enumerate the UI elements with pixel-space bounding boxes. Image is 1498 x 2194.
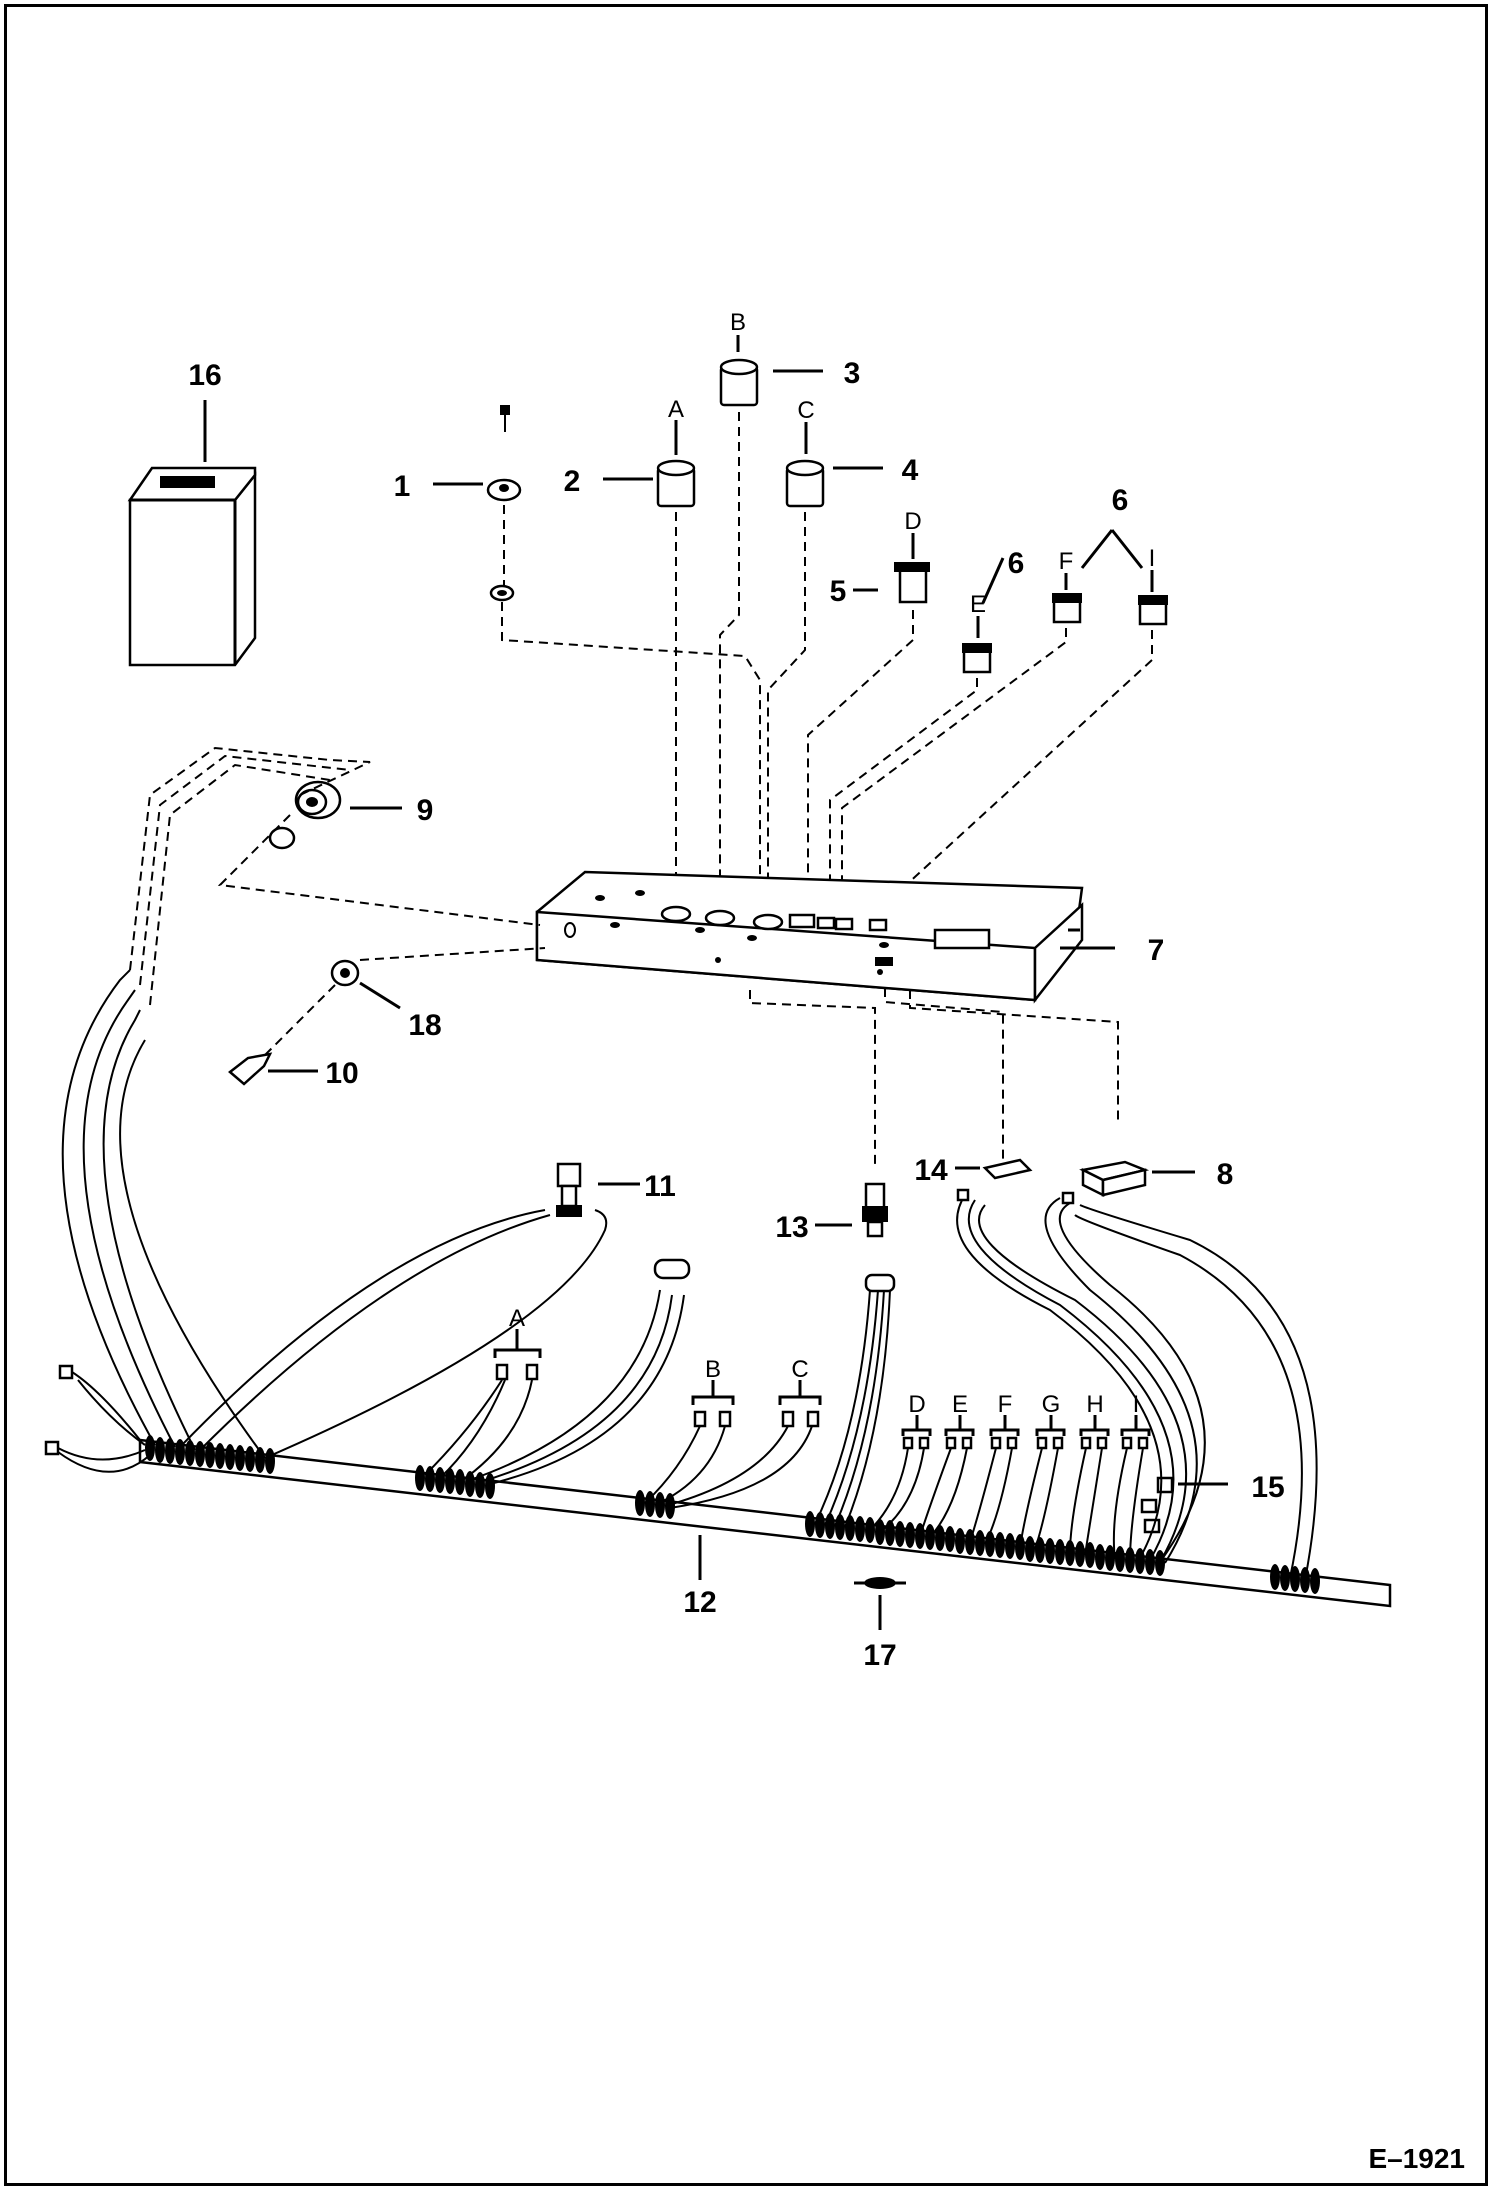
callout-9: 9 bbox=[417, 794, 434, 827]
letter-b-harness: B bbox=[705, 1356, 721, 1383]
letter-c-harness: C bbox=[791, 1356, 808, 1383]
part-18-nut bbox=[249, 947, 546, 1071]
callout-4: 4 bbox=[902, 454, 919, 487]
part-13-sender bbox=[815, 1182, 888, 1238]
sheet-border bbox=[4, 4, 1488, 2186]
letter-a-top: A bbox=[668, 396, 684, 423]
letter-i-top: I bbox=[1149, 545, 1156, 572]
part-6-switch-e bbox=[829, 557, 1005, 922]
callout-5: 5 bbox=[830, 575, 847, 608]
letter-i-harness: I bbox=[1133, 1391, 1140, 1418]
part-1-knob bbox=[433, 405, 522, 602]
part-16-box bbox=[127, 400, 257, 667]
letter-e-top: E bbox=[970, 591, 986, 618]
part-10-key bbox=[228, 1052, 318, 1086]
letter-e-harness: E bbox=[952, 1391, 968, 1418]
part-6-switch-f bbox=[841, 529, 1144, 924]
callout-16: 16 bbox=[188, 359, 221, 392]
callout-8: 8 bbox=[1217, 1158, 1234, 1191]
callout-14: 14 bbox=[914, 1154, 948, 1187]
letter-f-top: F bbox=[1059, 548, 1074, 575]
part-4-lamp-c bbox=[767, 422, 883, 918]
callout-18: 18 bbox=[408, 1009, 441, 1042]
part-8-relay-block bbox=[1079, 1160, 1195, 1198]
part-2-lamp-a bbox=[603, 420, 696, 915]
letter-a-harness: A bbox=[509, 1305, 525, 1332]
callout-7: 7 bbox=[1148, 934, 1165, 967]
connectors-d-to-i bbox=[869, 1415, 1151, 1561]
part-14-relay bbox=[955, 1158, 1033, 1180]
part-7-panel bbox=[535, 870, 1115, 1004]
part-6-switch-i bbox=[869, 570, 1168, 919]
callout-6-fi: 6 bbox=[1112, 484, 1129, 517]
callout-1: 1 bbox=[394, 470, 411, 503]
figure-reference: E–1921 bbox=[1368, 2143, 1465, 2174]
letter-b-top: B bbox=[730, 309, 746, 336]
letter-f-harness: F bbox=[998, 1391, 1013, 1418]
letter-c-top: C bbox=[797, 397, 814, 424]
callout-10: 10 bbox=[325, 1057, 358, 1090]
part-17-tie bbox=[854, 1577, 906, 1630]
callout-3: 3 bbox=[844, 357, 861, 390]
callout-12: 12 bbox=[683, 1586, 716, 1619]
callout-15: 15 bbox=[1251, 1471, 1284, 1504]
part-3-lamp-b bbox=[719, 335, 823, 915]
callout-17: 17 bbox=[863, 1639, 896, 1672]
callout-6-e: 6 bbox=[1008, 547, 1025, 580]
callout-2: 2 bbox=[564, 465, 581, 498]
letter-d-top: D bbox=[904, 508, 921, 535]
part-9-key-switch bbox=[217, 780, 541, 926]
callout-13: 13 bbox=[775, 1211, 808, 1244]
letter-d-harness: D bbox=[908, 1391, 925, 1418]
part-12-harness bbox=[44, 746, 1392, 1608]
letter-g-harness: G bbox=[1042, 1391, 1061, 1418]
callout-11: 11 bbox=[644, 1170, 676, 1203]
part-11-sender bbox=[556, 1162, 640, 1217]
part-5-switch-d bbox=[807, 533, 930, 920]
letter-h-harness: H bbox=[1086, 1391, 1103, 1418]
